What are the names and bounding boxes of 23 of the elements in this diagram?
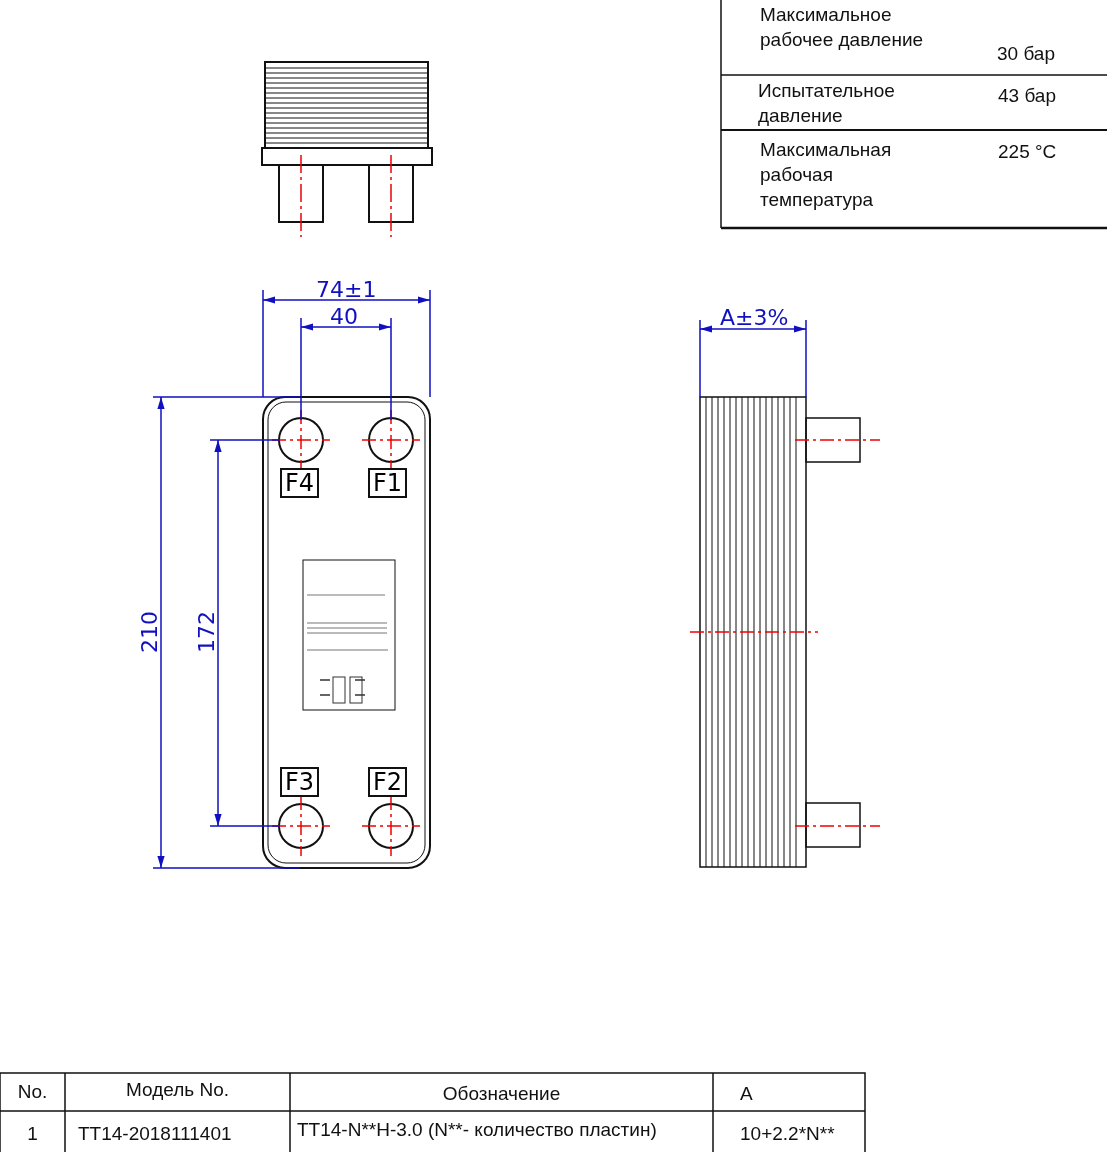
spec-label: Максимальная рабочая температура <box>760 138 893 212</box>
table-cell-text: TT14-2018111401 <box>78 1123 233 1145</box>
port-label: F3 <box>280 767 320 797</box>
spec-label: Испытательное давление <box>758 79 896 128</box>
table-header: Модель No. <box>124 1079 230 1101</box>
port-label: F1 <box>368 468 408 498</box>
table-cell-text: 1 <box>26 1123 39 1145</box>
table-cell-text: TT14-N**H-3.0 (N**- количество пластин) <box>297 1119 658 1141</box>
table-cell-text: 10+2.2*N** <box>740 1123 836 1145</box>
dimension-label: 210 <box>138 611 162 653</box>
spec-value: 225 °C <box>998 140 1058 164</box>
table-header: A <box>740 1083 754 1105</box>
port-label: F2 <box>368 767 408 797</box>
table-header: Обозначение <box>441 1083 562 1105</box>
spec-value: 43 бар <box>998 84 1057 108</box>
table-header: No. <box>16 1081 49 1103</box>
dimension-label: 172 <box>195 611 219 653</box>
dimension-label: 74±1 <box>316 278 377 302</box>
port-label: F4 <box>280 468 320 498</box>
spec-value: 30 бар <box>997 42 1056 66</box>
dimension-label: 40 <box>330 305 358 329</box>
spec-label: Максимальное рабочее давление <box>760 3 925 52</box>
dimension-label: A±3% <box>720 306 789 330</box>
